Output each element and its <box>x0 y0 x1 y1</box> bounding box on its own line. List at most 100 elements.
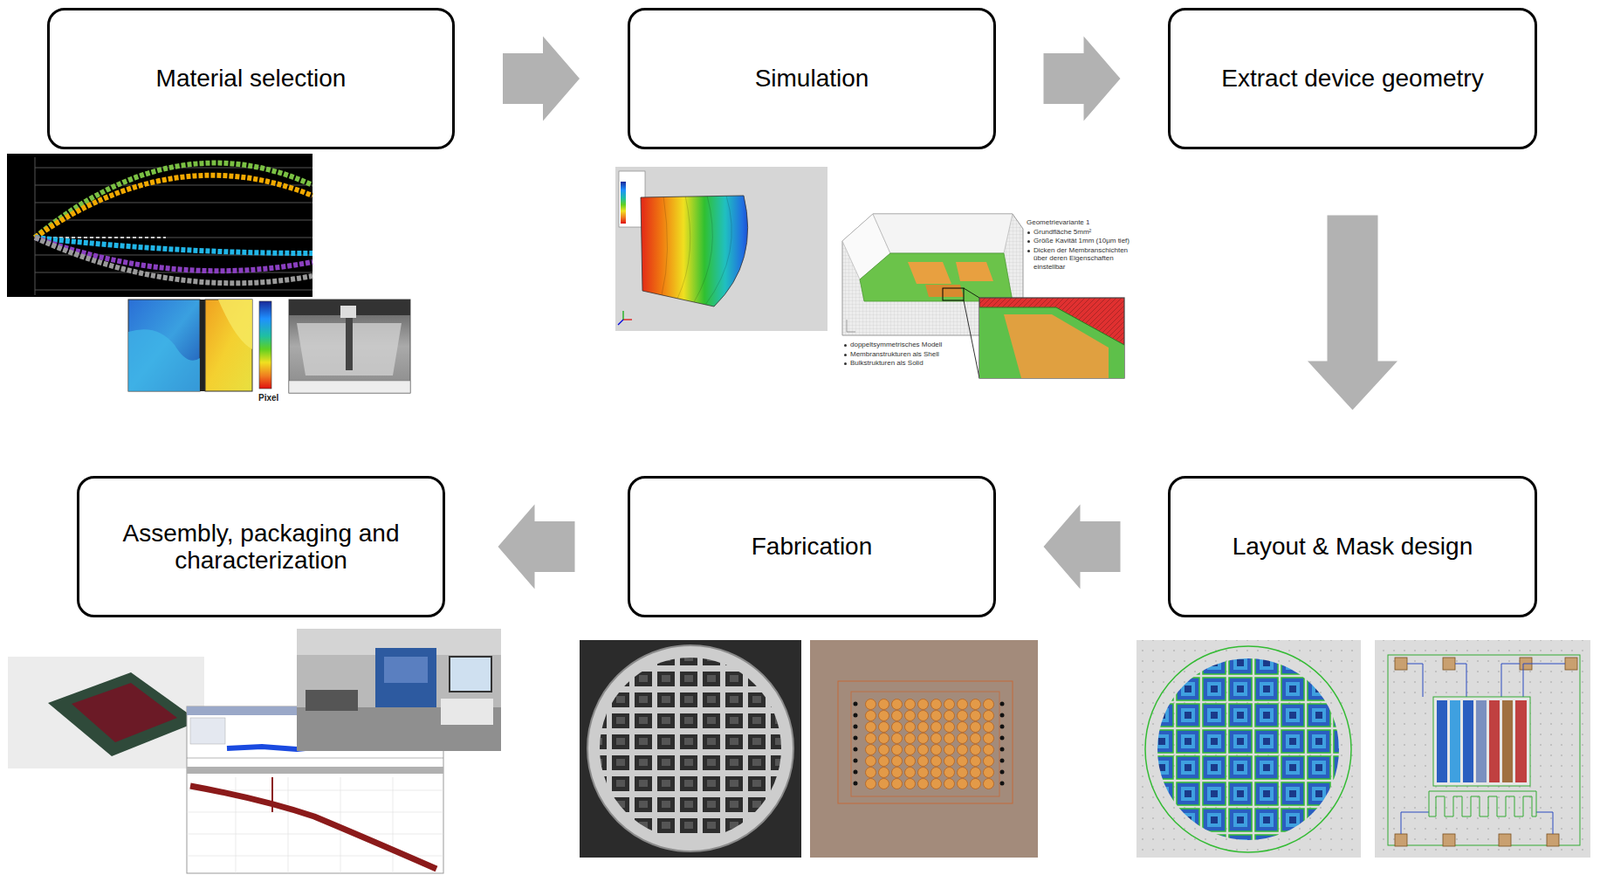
spectrum-plots-part <box>271 776 274 812</box>
fem-contour-plot-part <box>620 181 626 224</box>
fem-model-3d-part <box>963 288 980 298</box>
fem-contour-plot-part <box>637 192 760 310</box>
note-list: doppeltsymmetrisches ModellMembranstrukt… <box>843 340 964 369</box>
stress-maps-part <box>128 329 200 392</box>
chip-photo-part-part <box>853 724 859 729</box>
bullet-dot <box>1027 249 1031 253</box>
chip-photo-part <box>864 698 996 790</box>
spectrum-plots-part-part <box>186 811 444 813</box>
chip-layout-part <box>1515 700 1527 783</box>
chip-layout-part-part <box>1400 811 1429 834</box>
chip-layout-part-part <box>1523 663 1566 697</box>
chip-layout-part <box>1394 657 1578 846</box>
chip-layout-part-part <box>1501 663 1520 697</box>
flow-arrow <box>1307 215 1398 411</box>
material-chart <box>6 153 313 297</box>
chip-photo-part-part <box>1000 747 1005 752</box>
chip-layout-part-part <box>1442 833 1456 846</box>
bullet-dot <box>1027 240 1031 243</box>
chip-photo-part-part <box>853 747 859 752</box>
note-row: doppeltsymmetrisches Modell <box>843 340 964 350</box>
note-text: Membranstrukturen als Shell <box>850 350 940 359</box>
fem-model-3d-part <box>872 213 1013 254</box>
fem-zoom-inset-part <box>979 307 1125 345</box>
fem-model-3d-part <box>963 300 980 378</box>
chip-layout-part <box>1476 700 1487 783</box>
flow-arrow <box>1043 36 1121 122</box>
stress-maps-part <box>199 299 206 392</box>
material-chart-part-part <box>34 237 313 239</box>
stress-maps-part <box>259 301 272 389</box>
material-chart-part-part <box>34 289 313 291</box>
flow-arrow <box>502 36 580 122</box>
process-box: Extract device geometry <box>1167 7 1538 150</box>
fem-contour-plot-part-part <box>623 318 632 320</box>
fem-contour-plot <box>615 166 828 331</box>
bullet-dot <box>844 362 847 365</box>
material-chart-part-part <box>34 175 313 238</box>
chip-layout-part-part <box>1546 833 1559 846</box>
lab-photo-part <box>375 647 437 708</box>
chip-photo-part <box>851 691 1000 797</box>
note-list: Geometrievariante 1Grundfläche 5mm²Größe… <box>1026 218 1140 273</box>
chip-photo-part <box>853 701 1005 786</box>
fem-model-3d-part <box>859 253 1013 302</box>
fem-contour-plot-part-part-part <box>693 195 713 303</box>
process-box: Simulation <box>627 7 996 150</box>
note-row: Grundfläche 5mm² <box>1026 227 1140 237</box>
wafer-layout-part <box>1143 645 1358 856</box>
chip-photo <box>810 639 1038 858</box>
flow-arrow <box>1043 504 1121 590</box>
material-chart-part-part <box>34 272 313 274</box>
note-text: Geometrievariante 1 <box>1026 218 1090 227</box>
chip-layout-part <box>1449 700 1461 783</box>
spectrum-plots-part-part <box>288 776 289 873</box>
fem-zoom-inset <box>979 297 1125 378</box>
bullet-dot <box>844 343 847 347</box>
spectrum-plots-part-part <box>235 776 237 873</box>
box-label: Layout & Mask design <box>1232 532 1474 560</box>
note-text: Dicken der Membranschichten über deren E… <box>1033 246 1140 272</box>
spectrum-plots-part <box>190 785 437 869</box>
stress-maps-part <box>205 299 253 392</box>
box-label: Simulation <box>755 64 870 92</box>
packaged-chip-photo-part <box>71 682 178 742</box>
chip-layout-part <box>1433 696 1531 786</box>
box-label: Extract device geometry <box>1221 64 1484 92</box>
lab-photo-part <box>296 628 502 751</box>
fem-contour-plot-part <box>615 166 828 331</box>
spectrum-plots-part <box>190 717 226 744</box>
lab-photo-part <box>384 656 428 683</box>
fem-contour-plot-part <box>618 310 632 325</box>
note-text: Grundfläche 5mm² <box>1033 227 1092 237</box>
note-row: Größe Kavität 1mm (10µm tief) <box>1026 236 1140 246</box>
spectrum-plots-part <box>186 757 444 759</box>
chip-layout-part-part <box>1407 663 1423 697</box>
fem-contour-plot-part-part <box>618 319 624 325</box>
chip-layout-part <box>1462 700 1474 783</box>
chip-photo-part-part <box>853 758 859 763</box>
stress-maps-part <box>345 317 353 371</box>
wafer-photo <box>579 639 802 858</box>
chip-photo-part <box>837 680 1013 804</box>
chip-layout-part-part <box>1565 657 1578 670</box>
spectrum-plots-part-part <box>186 833 444 835</box>
note-text: Größe Kavität 1mm (10µm tief) <box>1033 236 1130 246</box>
chip-photo-part-part <box>853 701 859 707</box>
chip-layout-part-part <box>1536 811 1553 834</box>
note-row: Geometrievariante 1 <box>1026 218 1140 227</box>
stress-maps-part <box>340 305 357 318</box>
box-label: Fabrication <box>751 532 873 560</box>
material-chart-part <box>34 157 313 296</box>
chip-layout-part-part <box>1498 833 1511 846</box>
fem-zoom-inset-part <box>1003 314 1109 378</box>
material-chart-part <box>6 153 313 297</box>
material-chart-part-part <box>34 202 313 204</box>
fem-contour-plot-part-part-part <box>705 195 732 305</box>
fem-contour-plot-part-part <box>637 192 760 310</box>
process-box: Fabrication <box>627 475 996 618</box>
process-box: Assembly, packaging and characterization <box>76 475 446 618</box>
chip-photo-part-part <box>853 781 859 786</box>
packaged-chip-photo <box>7 656 205 769</box>
fem-contour-plot-part-part <box>661 195 732 305</box>
